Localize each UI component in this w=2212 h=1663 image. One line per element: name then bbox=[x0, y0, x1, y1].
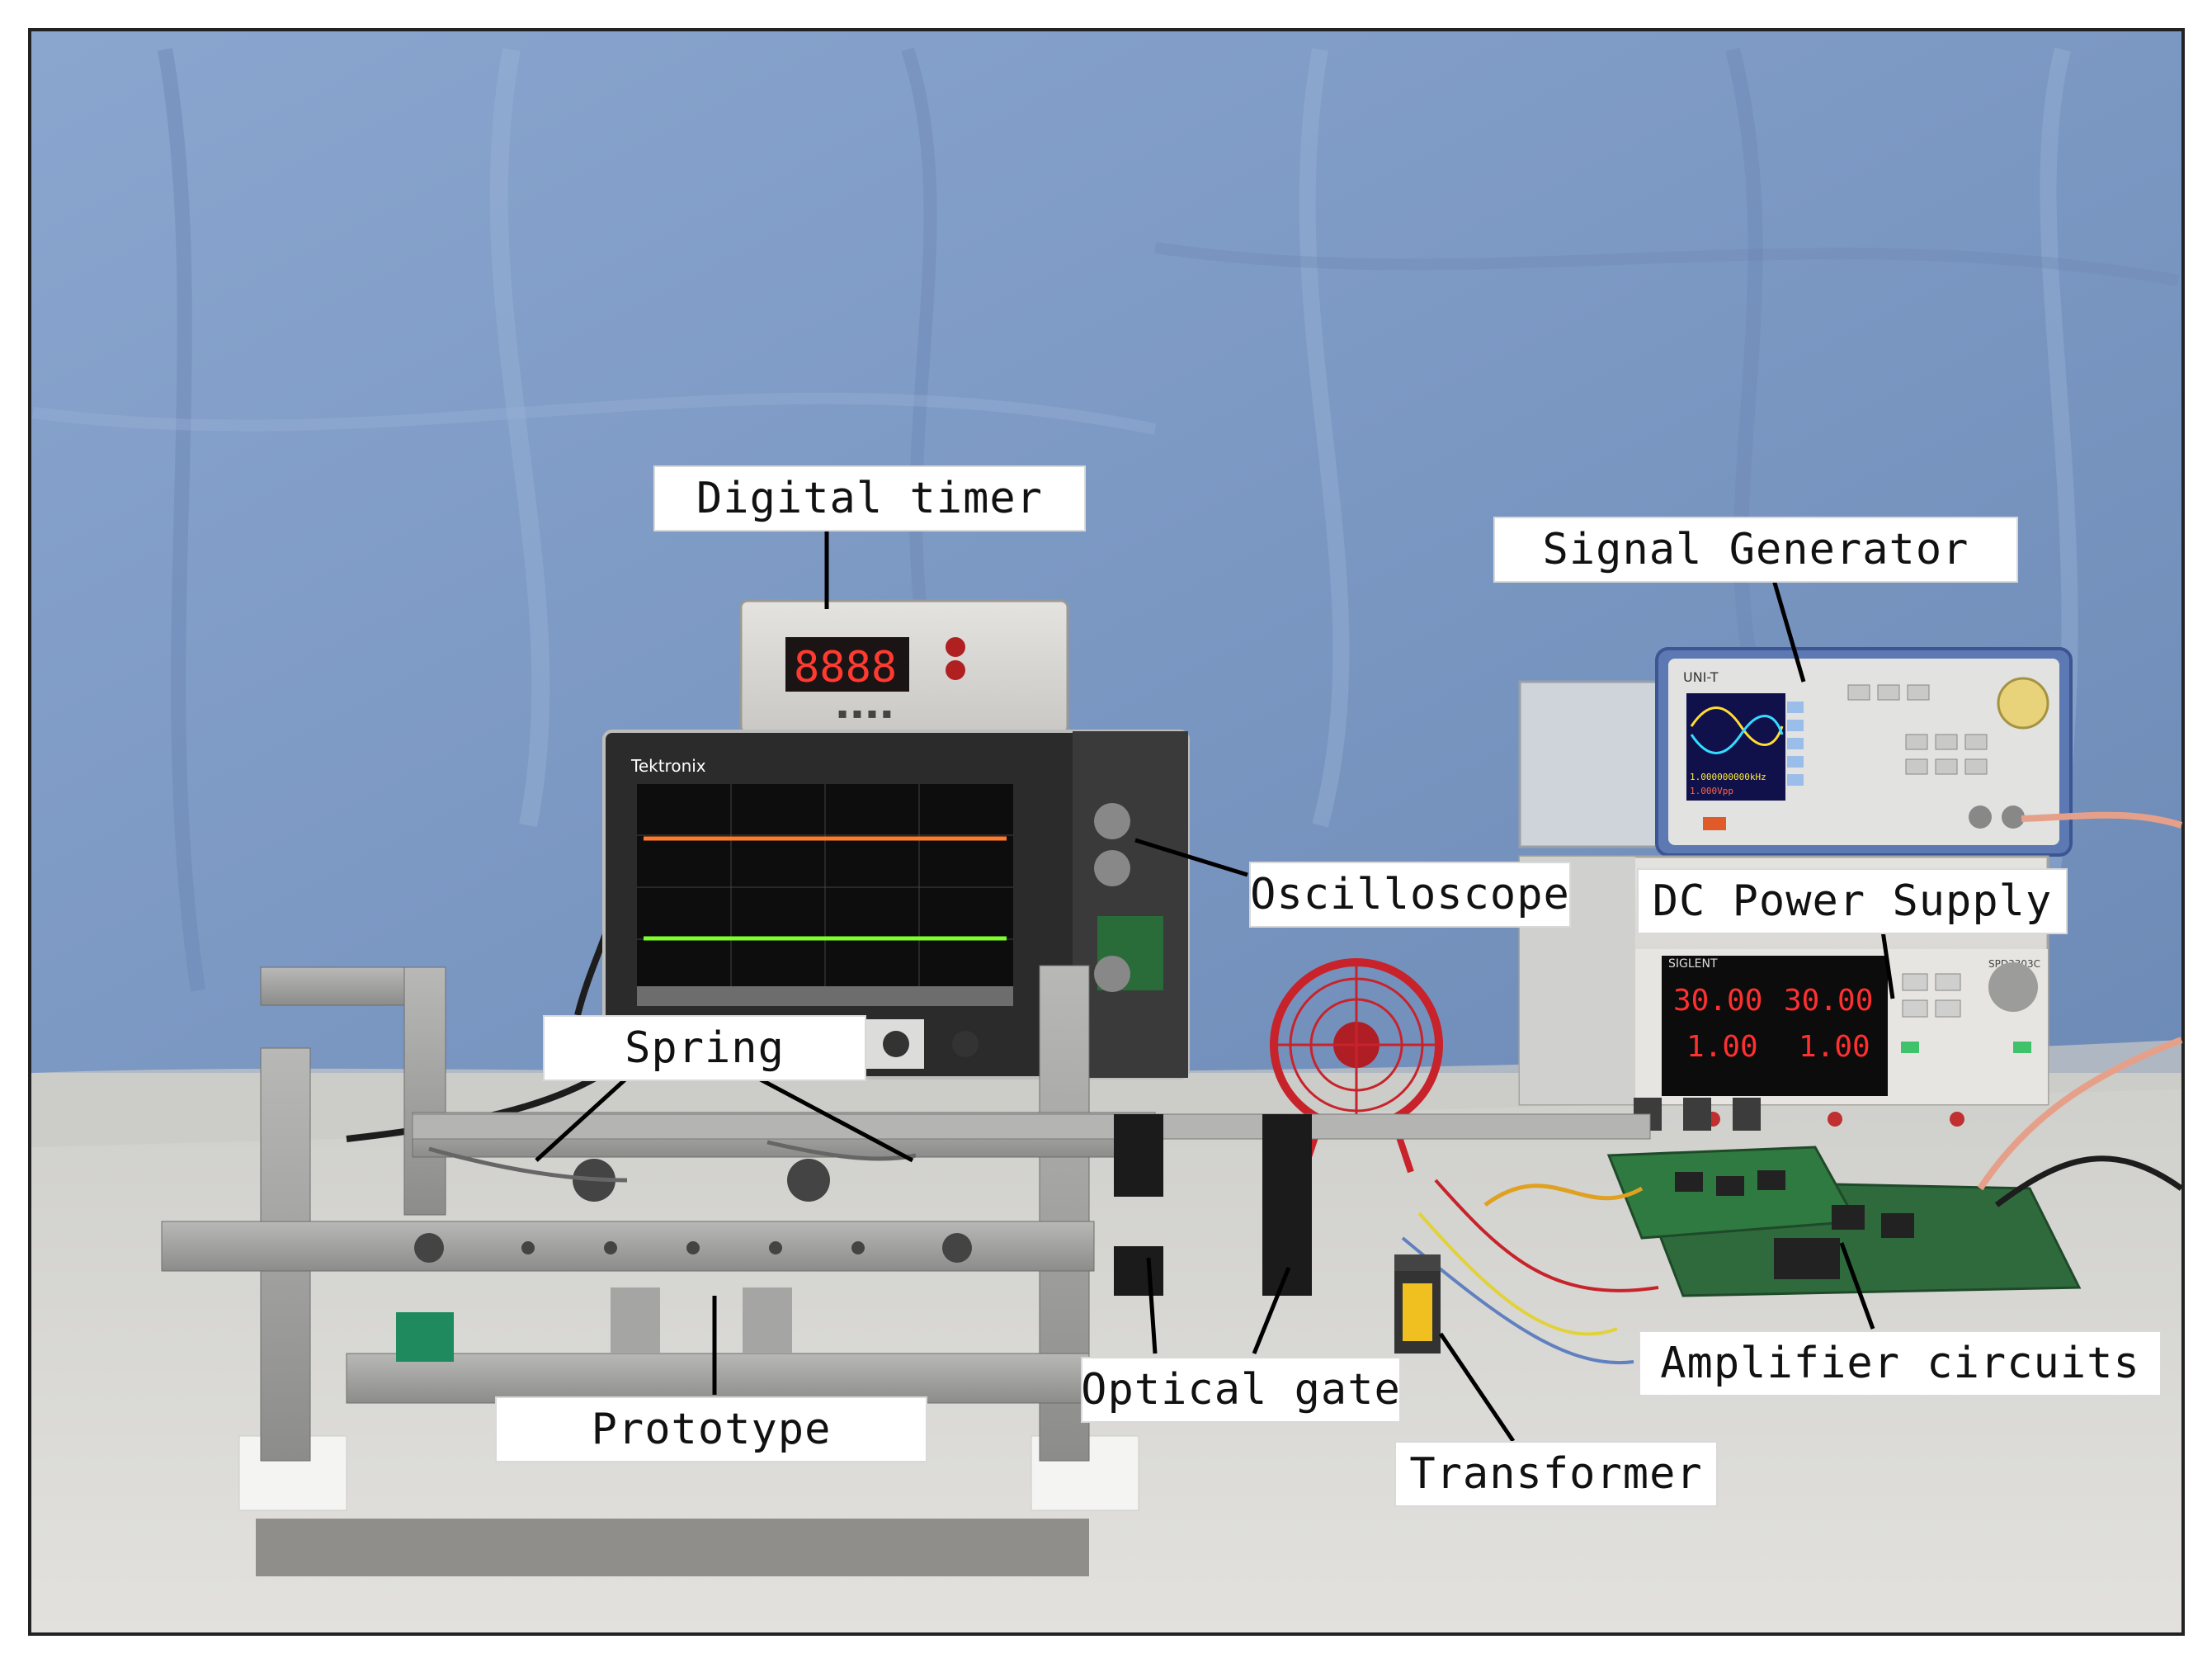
label-transformer: Transformer bbox=[1394, 1441, 1718, 1507]
signal-generator-device: UNI-T 1.000000000kHz 1.000Vpp bbox=[1518, 647, 2183, 857]
power-lcd bbox=[1662, 956, 1888, 1096]
power-ch1-voltage: 30.00 bbox=[1673, 984, 1762, 1018]
prototype-frame bbox=[161, 965, 1651, 1576]
scope-brand: Tektronix bbox=[630, 756, 706, 776]
digital-timer-device: 8888 ▪ ▪ ▪ ▪ bbox=[739, 599, 1069, 735]
generator-brand: UNI-T bbox=[1683, 669, 1719, 685]
label-signal-generator: Signal Generator bbox=[1493, 517, 2018, 583]
dc-power-supply-device: SIGLENT SPD3303C 30.00 30.00 1.00 1.00 bbox=[1518, 855, 2049, 1127]
power-ch2-voltage: 30.00 bbox=[1784, 984, 1873, 1018]
transformer bbox=[1394, 1254, 1441, 1354]
label-amplifier-circuits: Amplifier circuits bbox=[1639, 1330, 2162, 1396]
label-spring: Spring bbox=[543, 1015, 866, 1081]
lower-rail bbox=[161, 1221, 1095, 1272]
label-dc-power-supply: DC Power Supply bbox=[1637, 868, 2068, 934]
callout-pointers bbox=[535, 528, 1895, 1443]
power-ch2-current: 1.00 bbox=[1799, 1030, 1870, 1064]
power-brand: SIGLENT bbox=[1668, 957, 1718, 971]
svg-text:▪ ▪ ▪ ▪: ▪ ▪ ▪ ▪ bbox=[837, 705, 892, 722]
optical-gates bbox=[1114, 1114, 1312, 1296]
label-prototype: Prototype bbox=[495, 1396, 927, 1462]
spring-left bbox=[428, 1146, 628, 1183]
label-digital-timer: Digital timer bbox=[653, 465, 1086, 531]
generator-freq: 1.000000000kHz bbox=[1690, 772, 1766, 782]
label-optical-gate: Optical gate bbox=[1081, 1357, 1401, 1423]
spring-right bbox=[766, 1140, 917, 1161]
label-oscilloscope: Oscilloscope bbox=[1249, 862, 1571, 928]
power-ch1-current: 1.00 bbox=[1686, 1030, 1758, 1064]
generator-amp: 1.000Vpp bbox=[1690, 786, 1733, 796]
timer-readout: 8888 bbox=[794, 643, 897, 692]
